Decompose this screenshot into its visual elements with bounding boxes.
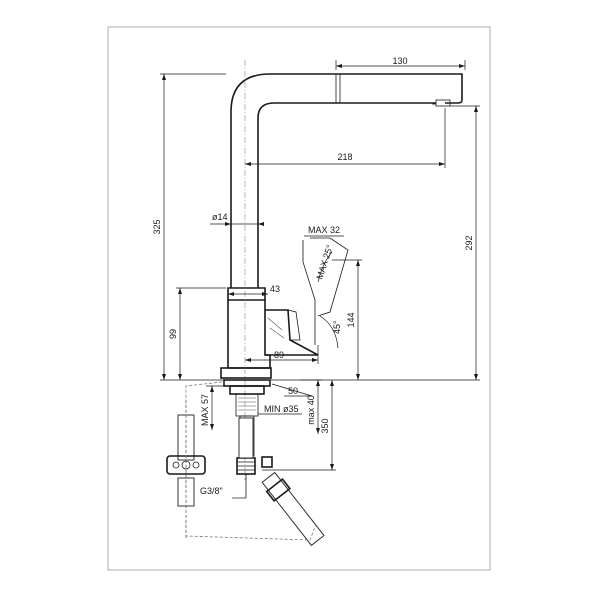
label-handle-max: MAX 32 bbox=[308, 225, 340, 235]
label-lever-angle: 45° bbox=[332, 320, 342, 334]
label-hose-length: 350 bbox=[320, 418, 330, 433]
dim-reach: 218 bbox=[245, 108, 446, 168]
label-spout-height: 292 bbox=[464, 235, 474, 250]
dim-body-width: 43 bbox=[228, 284, 280, 296]
dim-spout-height: 292 bbox=[450, 105, 480, 380]
label-max-thickness: MAX 57 bbox=[200, 394, 210, 426]
dim-max-thickness: MAX 57 bbox=[200, 385, 230, 430]
label-reach: 218 bbox=[337, 152, 352, 162]
faucet-outline bbox=[220, 73, 463, 379]
dim-diameter: ø14 bbox=[210, 212, 264, 226]
dim-handle-max: MAX 32 bbox=[304, 225, 344, 237]
dim-base-height: 99 bbox=[168, 287, 226, 380]
label-diameter: ø14 bbox=[212, 212, 228, 222]
dim-hose-length: 350 bbox=[262, 380, 336, 471]
label-lever-reach: 89 bbox=[274, 350, 284, 360]
dim-total-height: 325 bbox=[152, 73, 226, 380]
label-total-height: 325 bbox=[152, 219, 162, 234]
dim-lever-height: 144 bbox=[332, 259, 362, 380]
mounting-parts bbox=[223, 379, 271, 498]
label-min-hole: MIN ø35 bbox=[264, 404, 299, 414]
label-handle-angle: MAX 25° bbox=[314, 243, 335, 280]
dim-min-hole: MIN ø35 bbox=[258, 404, 302, 415]
label-base-diameter: 50 bbox=[288, 386, 298, 396]
dim-base-diameter: 50 bbox=[271, 383, 313, 397]
dim-lever-reach: 89 bbox=[245, 345, 319, 364]
label-lever-height: 144 bbox=[346, 312, 356, 327]
dim-thread: G3/8" bbox=[200, 486, 246, 499]
label-thread: G3/8" bbox=[200, 486, 223, 496]
label-body-width: 43 bbox=[270, 284, 280, 294]
label-max-hole: max 40 bbox=[306, 395, 316, 425]
drawing-frame bbox=[107, 26, 491, 571]
dim-handle-angle: MAX 25° bbox=[314, 243, 335, 283]
dim-max-hole: max 40 bbox=[300, 379, 322, 434]
dim-lever-angle: 45° bbox=[319, 315, 342, 349]
dim-spout-length: 130 bbox=[335, 56, 466, 70]
label-base-height: 99 bbox=[168, 329, 178, 339]
label-spout-length: 130 bbox=[392, 56, 407, 66]
